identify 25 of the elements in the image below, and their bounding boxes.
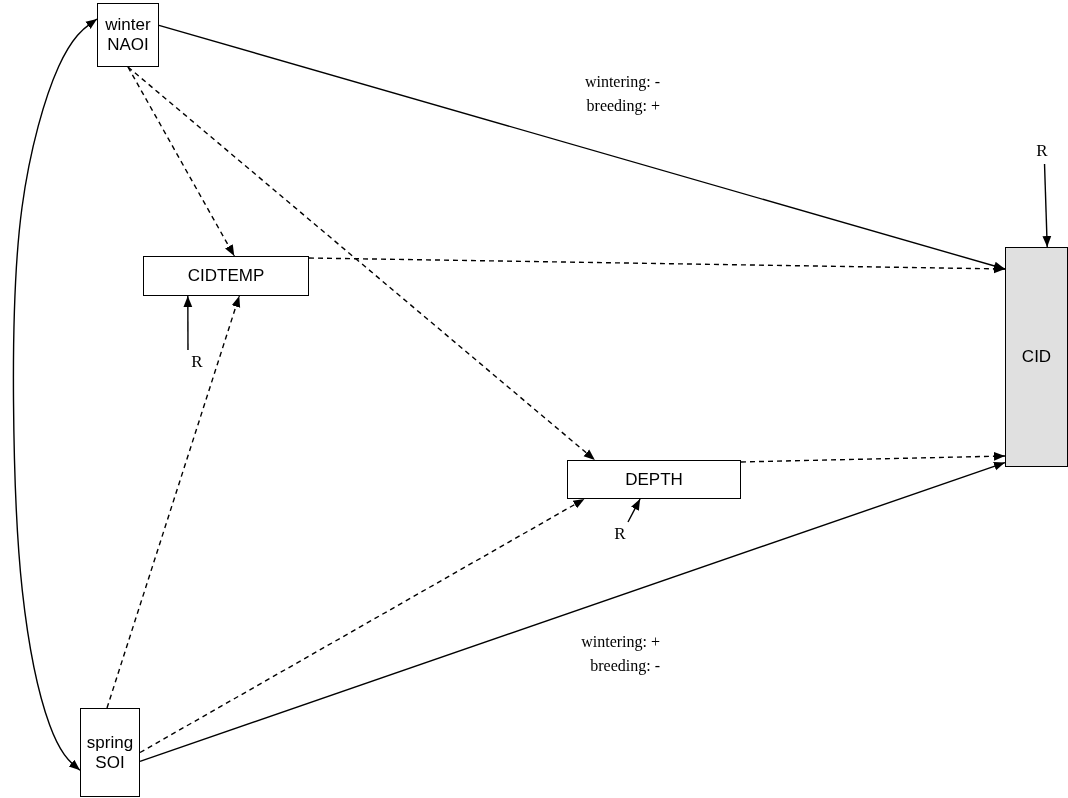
arrow	[139, 498, 586, 754]
residual-label: R	[186, 350, 208, 374]
variable-name: DEPTH	[625, 469, 683, 490]
arrow	[627, 498, 641, 523]
variable-box	[97, 3, 159, 67]
arrow	[158, 24, 1006, 271]
variable-box	[567, 460, 741, 499]
variable-name: spring SOI	[85, 732, 135, 773]
arrow	[308, 257, 1006, 274]
arrow	[183, 295, 193, 351]
arrow	[139, 461, 1006, 763]
residual-label: R	[610, 522, 630, 546]
variable-name: winter NAOI	[104, 15, 152, 55]
outcome-box	[1005, 247, 1068, 467]
variable-box	[143, 256, 309, 296]
arrow	[127, 66, 235, 257]
arrow	[740, 451, 1006, 463]
arrow	[106, 295, 241, 709]
variable-name: CIDTEMP	[187, 266, 265, 286]
arrow	[1042, 163, 1052, 248]
arrow	[12, 18, 98, 771]
residual-label: R	[1033, 138, 1051, 164]
variable-name: CID	[1021, 347, 1052, 367]
variable-box	[80, 708, 140, 797]
arrow	[127, 66, 596, 461]
